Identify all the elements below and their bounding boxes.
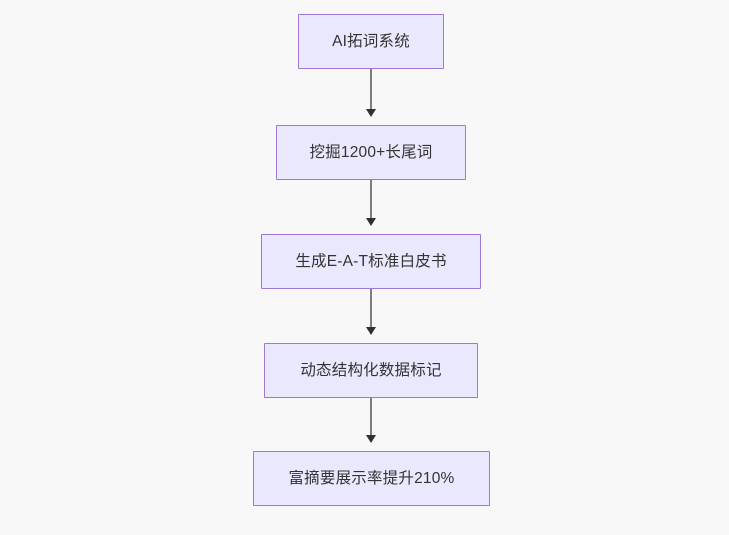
arrowhead-icon (366, 327, 376, 335)
flowchart-node-n3[interactable]: 生成E-A-T标准白皮书 (261, 234, 481, 289)
flowchart-node-label: AI拓词系统 (332, 32, 410, 50)
flowchart-node-n4[interactable]: 动态结构化数据标记 (264, 343, 478, 398)
edge-n4-to-n5 (370, 398, 372, 436)
edge-n1-to-n2 (370, 69, 372, 110)
edge-n2-to-n3 (370, 180, 372, 219)
flowchart-node-label: 富摘要展示率提升210% (288, 469, 455, 487)
arrowhead-icon (366, 109, 376, 117)
arrowhead-icon (366, 435, 376, 443)
flowchart-node-label: 生成E-A-T标准白皮书 (295, 252, 447, 270)
flowchart-node-n5[interactable]: 富摘要展示率提升210% (253, 451, 490, 506)
arrowhead-icon (366, 218, 376, 226)
flowchart-node-n2[interactable]: 挖掘1200+长尾词 (276, 125, 466, 180)
edge-n3-to-n4 (370, 289, 372, 328)
flowchart-node-n1[interactable]: AI拓词系统 (298, 14, 444, 69)
flowchart-node-label: 动态结构化数据标记 (300, 361, 442, 379)
flowchart-node-label: 挖掘1200+长尾词 (309, 143, 433, 161)
